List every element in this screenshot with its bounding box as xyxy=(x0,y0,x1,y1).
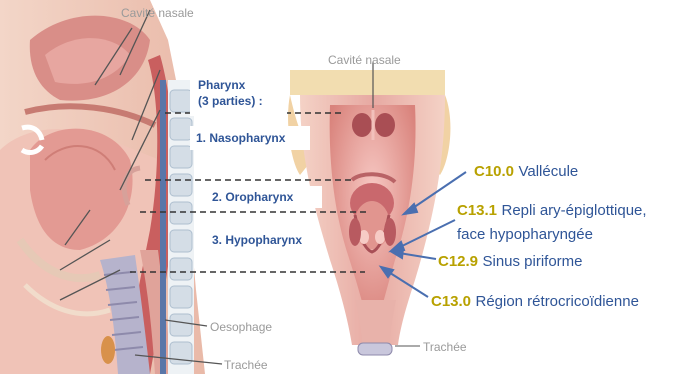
code: C13.1 xyxy=(457,202,497,219)
sagittal-head-section xyxy=(0,0,222,374)
description: Vallécule xyxy=(518,163,578,180)
code-entry-aryepiglottic-fold-line2: face hypopharyngée xyxy=(457,226,593,243)
code-entry-aryepiglottic-fold: C13.1 Repli ary-épiglottique, xyxy=(457,202,647,220)
code: C13.0 xyxy=(431,293,471,310)
code: C10.0 xyxy=(474,163,514,180)
hypopharynx-label: 3. Hypopharynx xyxy=(212,233,302,247)
description: Repli ary-épiglottique, xyxy=(501,202,646,219)
pharynx-subtitle: (3 parties) : xyxy=(198,94,263,108)
posterior-pharynx-view xyxy=(288,62,450,355)
nasal-cavity-label-left: Cavité nasale xyxy=(121,6,194,20)
trachea-label-right: Trachée xyxy=(423,340,467,354)
trachea-label-left: Trachée xyxy=(224,358,268,372)
oesophagus-label: Oesophage xyxy=(210,320,272,334)
code-entry-piriform-sinus: C12.9 Sinus piriforme xyxy=(438,253,583,271)
pharynx-title: Pharynx xyxy=(198,78,245,92)
oropharynx-label: 2. Oropharynx xyxy=(212,190,293,204)
nasopharynx-label: 1. Nasopharynx xyxy=(196,131,285,145)
description: Région rétrocricoïdienne xyxy=(475,293,638,310)
description: Sinus piriforme xyxy=(482,253,582,270)
code-entry-vallecula: C10.0 Vallécule xyxy=(474,163,578,181)
code: C12.9 xyxy=(438,253,478,270)
nasal-cavity-label-right: Cavité nasale xyxy=(328,53,401,67)
code-entry-postcricoid-region: C13.0 Région rétrocricoïdienne xyxy=(431,293,639,311)
